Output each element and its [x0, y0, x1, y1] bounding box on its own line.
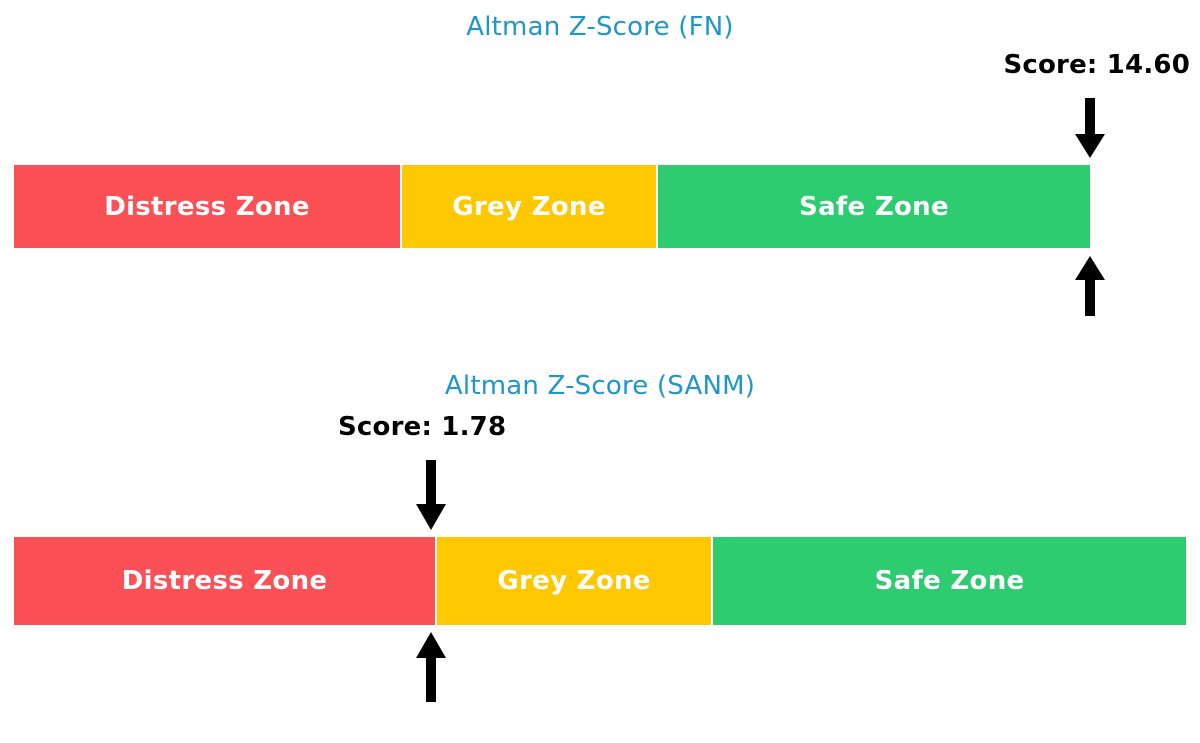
zone-distress-sanm: Distress Zone [14, 537, 438, 625]
chart-title-sanm: Altman Z-Score (SANM) [444, 371, 756, 401]
zone-safe-fn: Safe Zone [657, 165, 1090, 248]
zone-grey-fn: Grey Zone [402, 165, 658, 248]
score-label-fn: Score: 14.60 [1003, 50, 1190, 80]
score-marker-down-arrow-fn [1073, 98, 1107, 160]
zone-distress-fn: Distress Zone [14, 165, 402, 248]
zone-label-distress-fn: Distress Zone [104, 191, 310, 222]
zone-safe-sanm: Safe Zone [713, 537, 1186, 625]
score-marker-up-arrow-fn [1073, 256, 1107, 318]
zone-bar-sanm: Distress Zone Grey Zone Safe Zone [14, 537, 1186, 625]
zone-label-safe-sanm: Safe Zone [874, 566, 1025, 596]
score-marker-up-arrow-sanm [414, 632, 448, 704]
zone-label-grey-fn: Grey Zone [452, 191, 606, 222]
chart-title-fn: Altman Z-Score (FN) [466, 12, 734, 42]
zone-grey-sanm: Grey Zone [437, 537, 714, 625]
zone-label-grey-sanm: Grey Zone [497, 566, 651, 596]
zone-label-safe-fn: Safe Zone [799, 191, 949, 222]
score-label-sanm: Score: 1.78 [338, 412, 507, 442]
score-marker-down-arrow-sanm [414, 460, 448, 532]
zone-label-distress-sanm: Distress Zone [121, 566, 328, 596]
zone-bar-fn: Distress Zone Grey Zone Safe Zone [14, 165, 1090, 248]
